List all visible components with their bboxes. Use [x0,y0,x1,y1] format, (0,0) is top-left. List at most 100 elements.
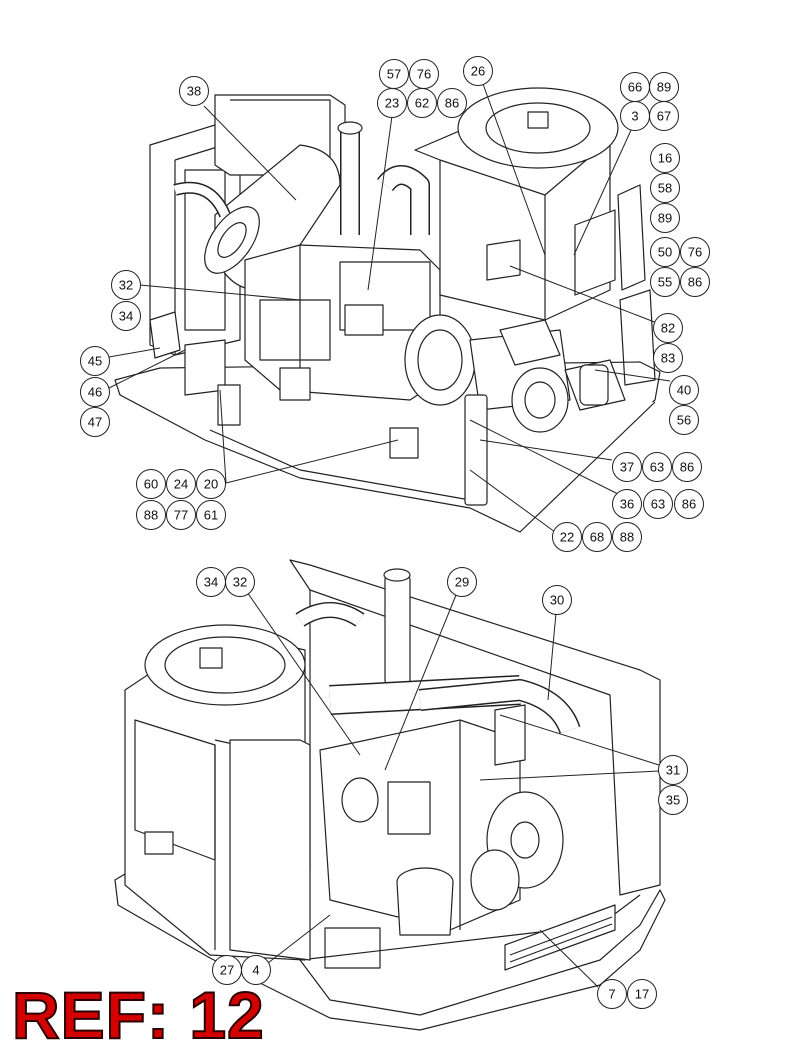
svg-text:36: 36 [620,497,634,512]
callout-22: 22 [552,522,582,552]
svg-text:67: 67 [657,109,671,124]
callout-34-b: 34 [196,567,226,597]
callout-76: 76 [409,59,439,89]
callout-17: 17 [627,979,657,1009]
reference-label: REF: 12 [11,978,265,1052]
callout-3: 3 [620,101,650,131]
callout-47: 47 [80,407,110,437]
svg-text:46: 46 [88,385,102,400]
callout-4: 4 [241,955,271,985]
callout-55: 55 [650,267,680,297]
callout-46: 46 [80,377,110,407]
svg-text:76: 76 [417,67,431,82]
svg-text:38: 38 [187,84,201,99]
callout-45: 45 [80,346,110,376]
svg-text:45: 45 [88,354,102,369]
svg-text:76: 76 [688,245,702,260]
leader-lines [108,83,671,988]
svg-text:88: 88 [620,530,634,545]
svg-text:22: 22 [560,530,574,545]
callout-20: 20 [196,469,226,499]
callout-37: 37 [612,452,642,482]
callout-38: 38 [179,76,209,106]
callout-68: 68 [582,522,612,552]
callout-82: 82 [653,313,683,343]
svg-text:30: 30 [550,593,564,608]
svg-text:23: 23 [385,96,399,111]
svg-text:7: 7 [608,987,615,1002]
callout-62: 62 [407,88,437,118]
svg-text:89: 89 [658,211,672,226]
svg-text:24: 24 [174,477,188,492]
svg-text:57: 57 [387,67,401,82]
callout-31: 31 [658,755,688,785]
callout-63-b: 63 [643,489,673,519]
callout-86-d: 86 [674,489,704,519]
callout-23: 23 [377,88,407,118]
svg-text:56: 56 [677,413,691,428]
callout-88-b: 88 [612,522,642,552]
callout-36: 36 [612,489,642,519]
callout-61: 61 [196,500,226,530]
svg-text:35: 35 [666,793,680,808]
callout-86-b: 86 [680,267,710,297]
svg-text:3: 3 [631,109,638,124]
svg-text:63: 63 [650,460,664,475]
svg-text:29: 29 [455,575,469,590]
svg-text:62: 62 [415,96,429,111]
callout-77: 77 [166,500,196,530]
svg-text:61: 61 [204,508,218,523]
svg-text:86: 86 [682,497,696,512]
svg-text:37: 37 [620,460,634,475]
svg-text:89: 89 [657,80,671,95]
svg-text:83: 83 [661,351,675,366]
callout-56: 56 [669,405,699,435]
svg-text:31: 31 [666,763,680,778]
svg-text:86: 86 [680,460,694,475]
svg-text:32: 32 [233,575,247,590]
callout-89: 89 [649,72,679,102]
callout-24: 24 [166,469,196,499]
callout-76-b: 76 [680,237,710,267]
callout-16: 16 [650,143,680,173]
callout-32-b: 32 [225,567,255,597]
svg-text:34: 34 [119,309,133,324]
svg-text:34: 34 [204,575,218,590]
callout-89-b: 89 [650,203,680,233]
svg-text:88: 88 [144,508,158,523]
callout-58: 58 [650,173,680,203]
svg-text:4: 4 [252,963,259,978]
svg-text:16: 16 [658,151,672,166]
callout-26: 26 [463,56,493,86]
callout-86: 86 [437,88,467,118]
callout-88: 88 [136,500,166,530]
svg-text:58: 58 [658,181,672,196]
callout-35: 35 [658,785,688,815]
svg-text:55: 55 [658,275,672,290]
svg-text:17: 17 [635,987,649,1002]
callout-60: 60 [136,469,166,499]
callout-40: 40 [669,375,699,405]
callout-67: 67 [649,101,679,131]
callout-bubbles: 57 76 26 66 89 38 23 62 86 3 67 16 58 89… [80,56,710,1009]
svg-text:86: 86 [688,275,702,290]
callout-50: 50 [650,237,680,267]
callout-29: 29 [447,567,477,597]
svg-text:32: 32 [119,278,133,293]
svg-text:26: 26 [471,64,485,79]
svg-text:86: 86 [445,96,459,111]
svg-text:77: 77 [174,508,188,523]
svg-text:50: 50 [658,245,672,260]
callout-32: 32 [111,270,141,300]
svg-text:82: 82 [661,321,675,336]
svg-text:47: 47 [88,415,102,430]
callout-86-c: 86 [672,452,702,482]
callout-27: 27 [212,955,242,985]
callout-63: 63 [642,452,672,482]
bottom-assembly-drawing [114,559,666,1031]
callout-57: 57 [379,59,409,89]
callout-83: 83 [653,343,683,373]
callout-34: 34 [111,301,141,331]
svg-text:68: 68 [590,530,604,545]
